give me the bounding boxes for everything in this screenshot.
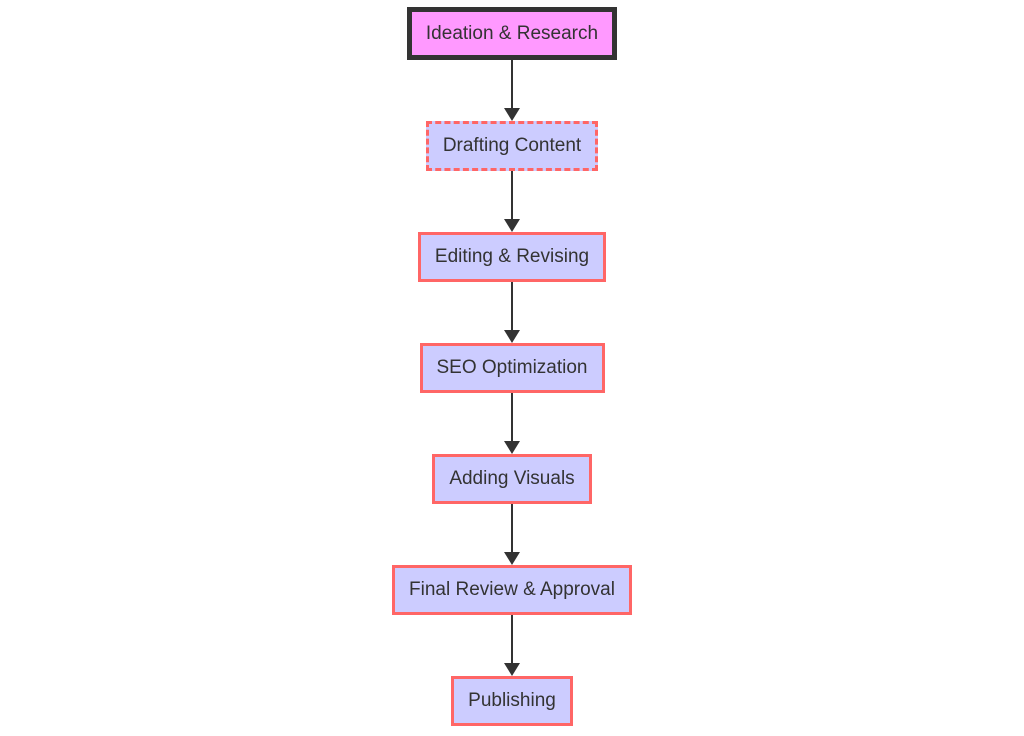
node-label: Drafting Content [442,135,582,156]
flow-node-ideation-research: Ideation & Research [406,7,618,60]
arrow-line [511,393,513,441]
node-label: Ideation & Research [425,22,599,44]
node-label: Publishing [468,690,556,711]
arrowhead-down-icon [504,330,520,343]
arrow-line [511,504,513,552]
flow-arrow-1 [504,60,520,121]
arrowhead-down-icon [504,441,520,454]
flow-arrow-5 [504,504,520,565]
node-label: Final Review & Approval [409,579,615,600]
flow-node-editing-revising: Editing & Revising [417,232,607,282]
flow-node-seo-optimization: SEO Optimization [419,343,605,393]
arrowhead-down-icon [504,219,520,232]
flow-node-publishing: Publishing [451,676,573,726]
flow-arrow-3 [504,282,520,343]
arrowhead-down-icon [504,663,520,676]
arrow-line [511,60,513,108]
arrow-line [511,615,513,663]
flow-arrow-6 [504,615,520,676]
node-label: Adding Visuals [449,468,575,489]
flow-node-final-review-approval: Final Review & Approval [392,565,632,615]
arrowhead-down-icon [504,108,520,121]
flow-node-adding-visuals: Adding Visuals [432,454,592,504]
arrowhead-down-icon [504,552,520,565]
node-label: Editing & Revising [434,246,590,267]
flow-arrow-2 [504,171,520,232]
flow-arrow-4 [504,393,520,454]
flow-node-drafting-content: Drafting Content [425,121,599,171]
arrow-line [511,171,513,219]
arrow-line [511,282,513,330]
node-label: SEO Optimization [436,357,588,378]
